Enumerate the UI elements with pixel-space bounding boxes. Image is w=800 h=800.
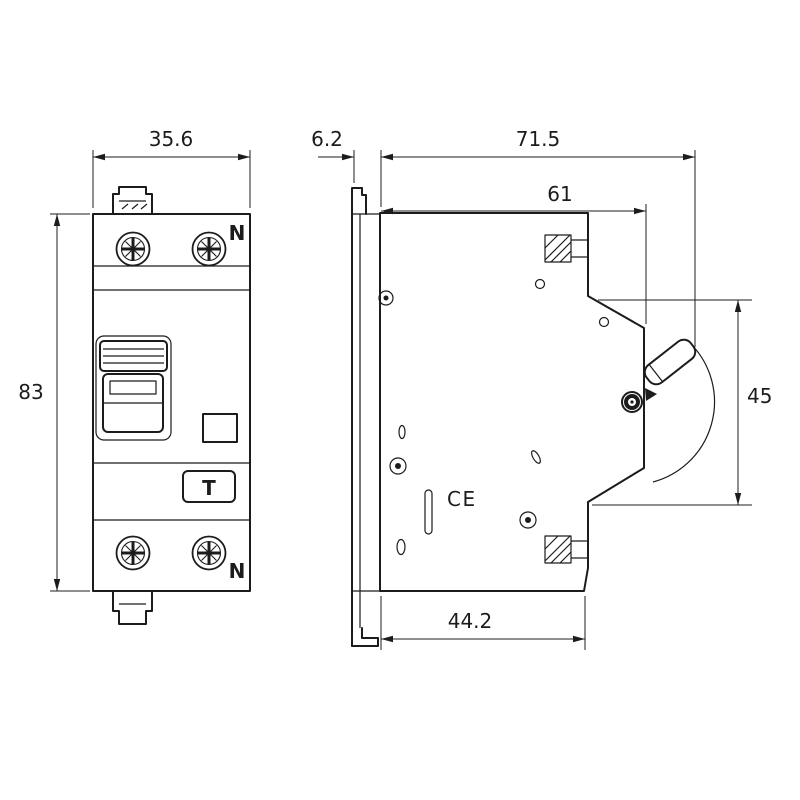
- mold-slot: [398, 424, 406, 440]
- terminal-screw-top-left: [115, 231, 151, 267]
- terminal-screw-bottom-left: [115, 535, 151, 571]
- rivet: [378, 290, 394, 306]
- mold-slot: [531, 450, 541, 464]
- ce-mark: CE: [447, 487, 477, 511]
- dim-label-total-depth: 71.5: [516, 127, 561, 151]
- dim-label-clip-depth: 6.2: [311, 127, 343, 151]
- mold-slot: [424, 489, 433, 535]
- lever-pivot: [621, 391, 643, 413]
- side-view: CE: [351, 187, 716, 647]
- dim-label-face-height: 45: [747, 384, 772, 408]
- dimensions: 35.6 83 6.2 71.5: [18, 127, 772, 650]
- front-bottom-clip: [112, 590, 153, 625]
- rivet: [519, 511, 537, 529]
- dim-label-base-depth: 44.2: [448, 609, 493, 633]
- dim-body-depth: 61: [381, 182, 647, 324]
- neutral-label-bottom: N: [229, 559, 246, 583]
- pin-hole: [598, 316, 610, 328]
- side-rail-clip-foot: [351, 627, 379, 647]
- front-view: N N T: [92, 186, 251, 625]
- side-rail-clip-strip: [351, 187, 367, 647]
- dim-face-height: 45: [592, 299, 772, 506]
- terminal-screw-top-right: [191, 231, 227, 267]
- neutral-label-top: N: [229, 221, 246, 245]
- clamp-slot-bottom-hatch: [544, 535, 572, 564]
- dim-front-width: 35.6: [92, 127, 251, 208]
- toggle-lever-side: [643, 338, 697, 386]
- lever-travel-arc: [652, 344, 716, 483]
- dim-label-front-width: 35.6: [149, 127, 194, 151]
- toggle-lever-grip: [109, 380, 157, 395]
- dim-label-front-height: 83: [18, 380, 43, 404]
- terminal-screw-bottom-right: [191, 535, 227, 571]
- front-top-clip-detail: [119, 200, 148, 210]
- clamp-slot-top-hatch: [544, 234, 572, 263]
- rivet: [389, 457, 407, 475]
- dim-base-depth: 44.2: [380, 596, 586, 650]
- lever-slot-pointer: [645, 388, 657, 401]
- front-top-clip: [112, 186, 153, 215]
- side-body: [379, 212, 645, 592]
- front-body: [92, 213, 251, 592]
- dim-clip-depth: 6.2: [311, 127, 355, 183]
- pin-hole: [534, 278, 546, 290]
- dim-label-body-depth: 61: [547, 182, 572, 206]
- dim-front-height: 83: [18, 213, 90, 592]
- toggle-label-plate: [99, 340, 168, 372]
- toggle-housing: [95, 335, 172, 441]
- mold-slot: [396, 538, 406, 556]
- indicator-window: [202, 413, 238, 443]
- test-button-label: T: [202, 476, 216, 500]
- test-button: [182, 470, 236, 503]
- dim-total-depth: 71.5: [380, 127, 696, 347]
